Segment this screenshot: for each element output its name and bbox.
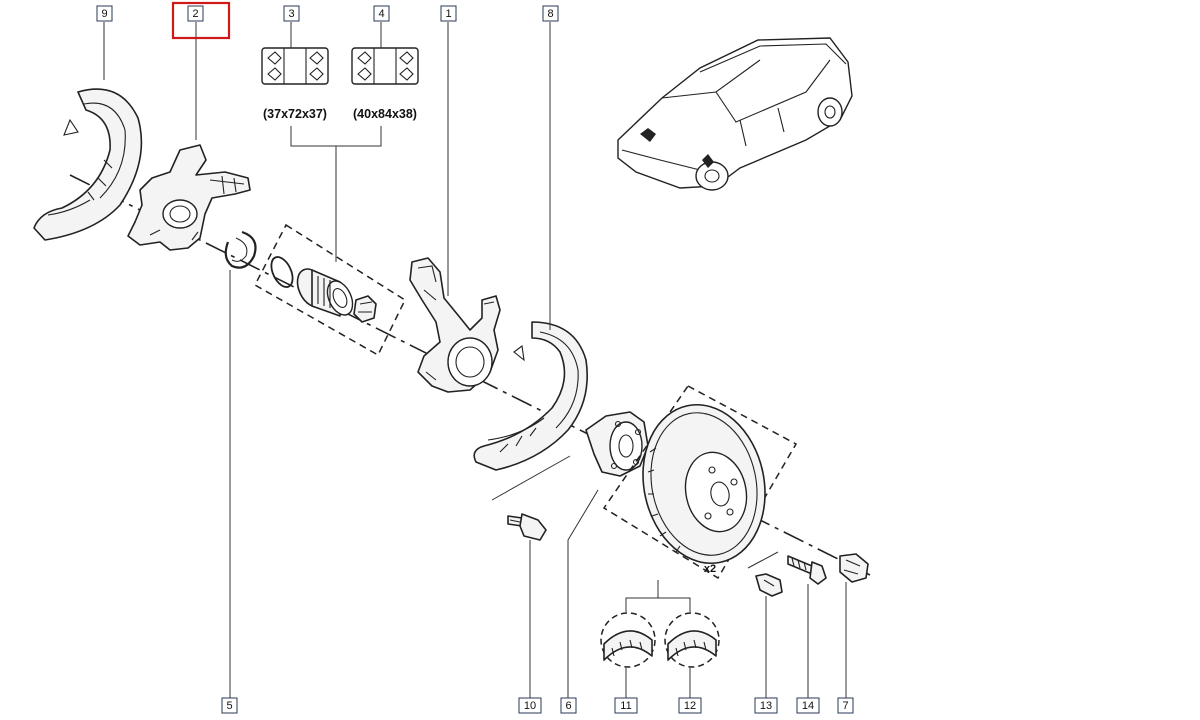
disc-screw bbox=[755, 573, 783, 597]
bearing-kit-group bbox=[254, 223, 406, 357]
callout-4[interactable]: 4 bbox=[373, 5, 390, 22]
steering-knuckle-small bbox=[127, 144, 251, 251]
circlip-ring bbox=[224, 230, 257, 269]
bearing-icon-large bbox=[351, 47, 419, 85]
callout-11-label: 11 bbox=[620, 700, 631, 712]
callout-12-label: 12 bbox=[684, 700, 696, 712]
disc-quantity-label: x2 bbox=[704, 563, 716, 575]
bearing-icon-small bbox=[261, 47, 329, 85]
callout-2-label: 2 bbox=[192, 8, 198, 20]
splash-shield-right bbox=[473, 321, 588, 471]
callout-8[interactable]: 8 bbox=[542, 5, 559, 22]
callout-1[interactable]: 1 bbox=[440, 5, 457, 22]
splash-shield-left bbox=[33, 88, 143, 241]
callout-5-label: 5 bbox=[226, 700, 232, 712]
callout-10[interactable]: 10 bbox=[518, 697, 542, 714]
callout-12[interactable]: 12 bbox=[678, 697, 702, 714]
disc-surface-detail-b bbox=[664, 612, 720, 668]
disc-surface-detail-a bbox=[600, 612, 656, 668]
callout-9[interactable]: 9 bbox=[96, 5, 113, 22]
callout-13-label: 13 bbox=[760, 700, 772, 712]
callout-8-label: 8 bbox=[547, 8, 553, 20]
callout-4-label: 4 bbox=[378, 8, 384, 20]
selected-part-highlight bbox=[171, 1, 231, 40]
callout-2[interactable]: 2 bbox=[187, 5, 204, 22]
callout-13[interactable]: 13 bbox=[754, 697, 778, 714]
callout-3[interactable]: 3 bbox=[283, 5, 300, 22]
wheel-nut bbox=[839, 553, 869, 583]
callout-5[interactable]: 5 bbox=[221, 697, 238, 714]
car-illustration bbox=[617, 37, 853, 191]
callout-10-label: 10 bbox=[524, 700, 536, 712]
callout-7[interactable]: 7 bbox=[837, 697, 854, 714]
callout-9-label: 9 bbox=[101, 8, 107, 20]
bearing-small-dimensions: (37x72x37) bbox=[263, 107, 327, 121]
shield-bolt bbox=[507, 513, 547, 541]
steering-knuckle-main bbox=[409, 257, 501, 393]
callout-6[interactable]: 6 bbox=[560, 697, 577, 714]
callout-3-label: 3 bbox=[288, 8, 294, 20]
wheel-hub bbox=[585, 411, 649, 477]
bearing-large-dimensions: (40x84x38) bbox=[353, 107, 417, 121]
callout-1-label: 1 bbox=[445, 8, 451, 20]
callout-11[interactable]: 11 bbox=[614, 697, 638, 714]
brake-disc-group: x2 bbox=[602, 385, 798, 580]
wheel-stud bbox=[787, 555, 827, 585]
callout-14[interactable]: 14 bbox=[796, 697, 820, 714]
callout-14-label: 14 bbox=[802, 700, 814, 712]
leader-lines bbox=[103, 22, 847, 698]
callout-7-label: 7 bbox=[842, 700, 848, 712]
callout-6-label: 6 bbox=[565, 700, 571, 712]
